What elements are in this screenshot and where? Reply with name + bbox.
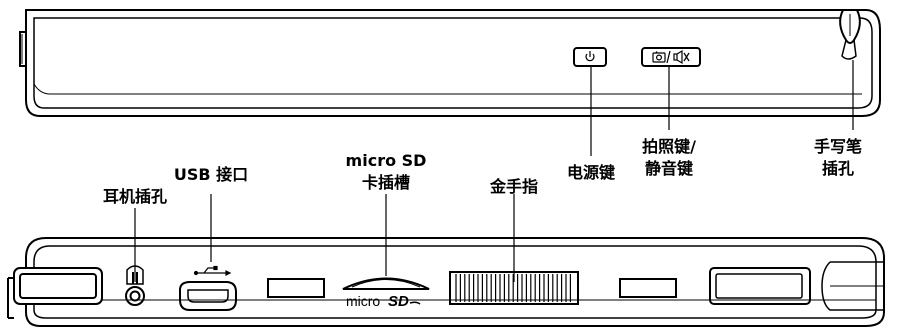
top-view-rim [33, 83, 862, 95]
microsd-logo-text: micro [346, 293, 380, 309]
label-line: 插孔 [821, 159, 854, 178]
usb-port[interactable] [179, 265, 237, 311]
label-line: 手写笔 [813, 137, 862, 156]
power-icon [585, 51, 595, 62]
stylus-slot[interactable] [836, 9, 864, 60]
label-stylus-slot: 手写笔 插孔 [783, 136, 893, 180]
top-view [19, 9, 881, 117]
label-line: USB 接口 [173, 165, 249, 184]
contact-lines [455, 274, 572, 302]
label-power-key: 电源键 [531, 162, 651, 184]
top-view-left-clip [19, 31, 26, 67]
microsd-slot[interactable] [342, 277, 430, 290]
usb-icon [193, 265, 232, 276]
label-microsd-slot: micro SD 卡插槽 [321, 150, 451, 194]
top-view-inner-edge [33, 17, 873, 109]
right-end-slot [709, 261, 884, 311]
label-line: 静音键 [644, 159, 693, 178]
camera-mute-key[interactable] [641, 47, 701, 67]
label-usb-port: USB 接口 [151, 164, 271, 186]
label-gold-finger: 金手指 [454, 176, 574, 198]
label-line: 拍照键/ [642, 137, 696, 156]
headphone-jack[interactable] [125, 265, 145, 306]
bottom-view: micro SD [7, 237, 885, 327]
mute-icon [673, 49, 690, 65]
vent-slot [267, 278, 325, 298]
vent-slot [619, 278, 677, 298]
microsd-logo-sd: SD [388, 293, 409, 310]
label-headphone-jack: 耳机插孔 [75, 186, 195, 208]
label-line: micro SD [345, 151, 427, 170]
label-camera-mute-key: 拍照键/ 静音键 [609, 136, 729, 180]
leader-lines [134, 60, 854, 282]
label-line: 金手指 [489, 177, 538, 196]
label-line: 电源键 [566, 163, 615, 182]
bottom-view-inner-edge [33, 245, 877, 319]
left-end-slot [7, 267, 103, 319]
gold-finger-contacts [449, 271, 579, 305]
microsd-logo: micro SD [346, 293, 421, 310]
camera-icon [652, 51, 666, 63]
label-line: 耳机插孔 [102, 187, 167, 206]
bottom-view-outer-body [25, 237, 885, 327]
power-key[interactable] [573, 47, 607, 67]
top-view-outer-body [25, 9, 881, 117]
label-line: 卡插槽 [361, 173, 410, 192]
key-divider [666, 50, 671, 64]
